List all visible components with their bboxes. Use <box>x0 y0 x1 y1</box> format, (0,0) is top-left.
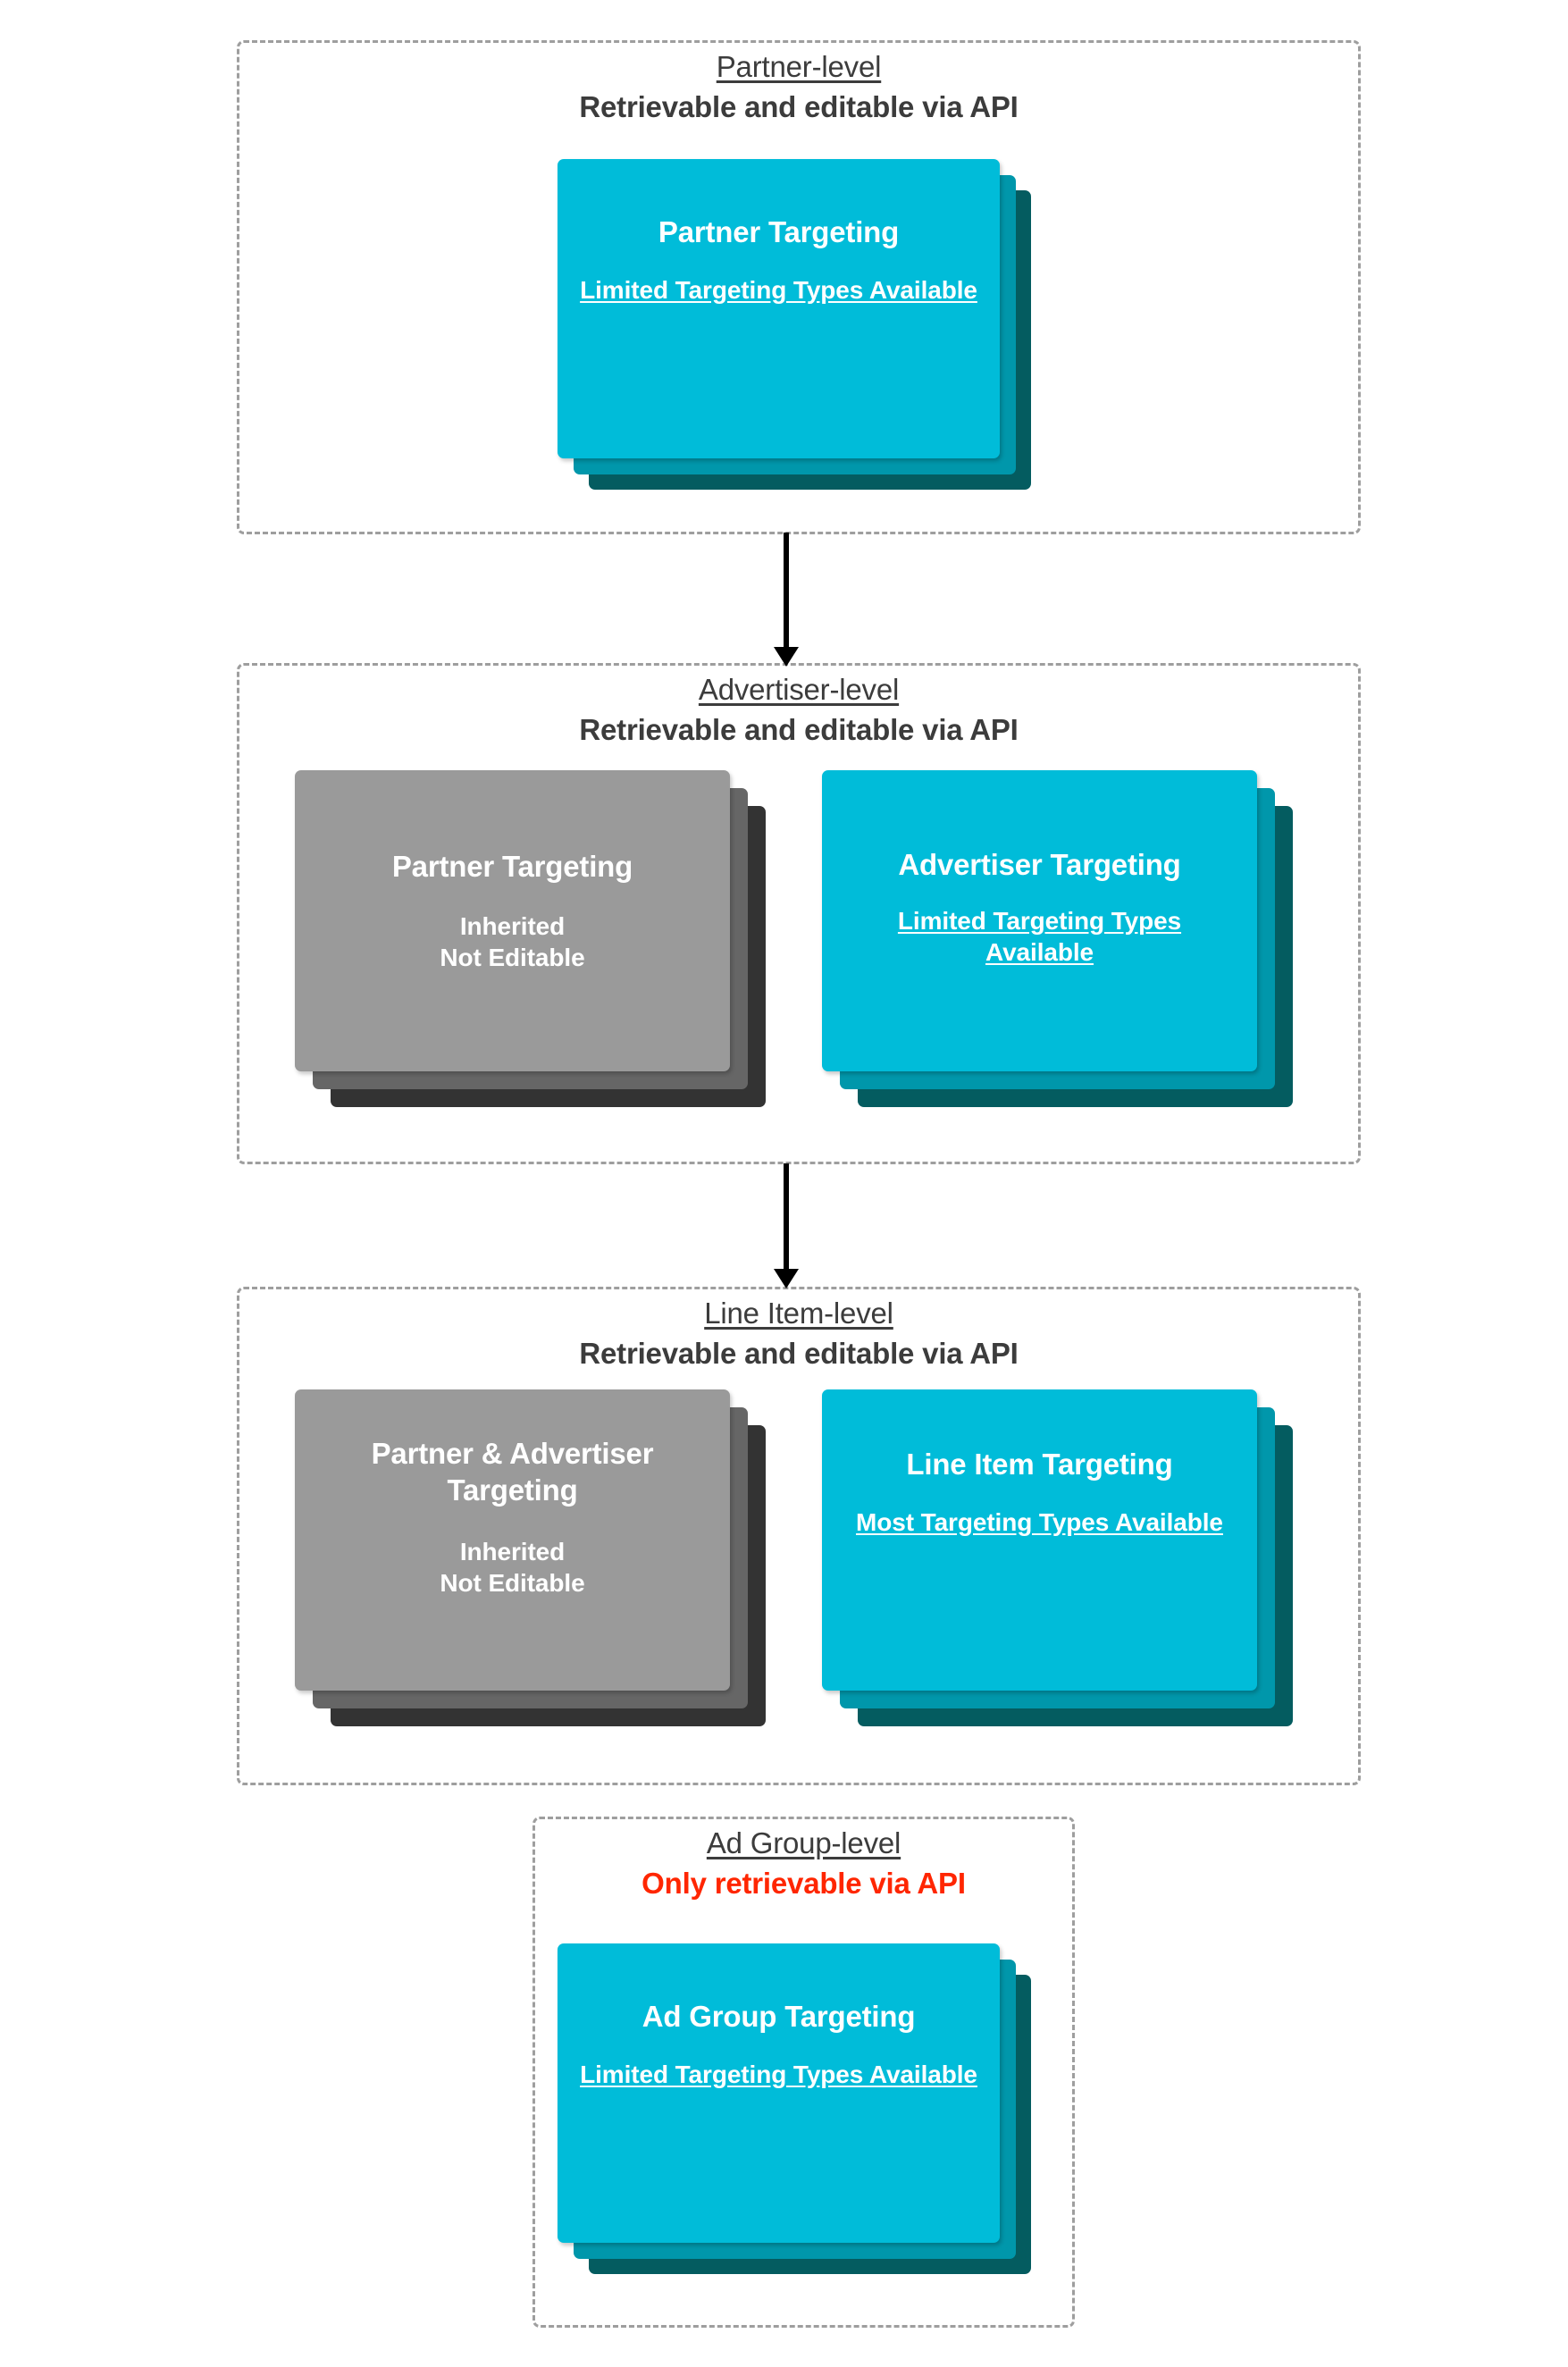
card-line-item-targeting[interactable]: Line Item Targeting Most Targeting Types… <box>822 1389 1257 1691</box>
card-note: Inherited Not Editable <box>440 1537 585 1598</box>
card-inherited-partner-targeting[interactable]: Partner Targeting Inherited Not Editable <box>295 770 730 1071</box>
card-stack-line-item-targeting: Line Item Targeting Most Targeting Types… <box>822 1389 1304 1738</box>
card-stack-line-item-inherited: Partner & Advertiser Targeting Inherited… <box>295 1389 777 1738</box>
card-note: Limited Targeting Types Available <box>580 275 977 304</box>
arrow-partner-to-advertiser <box>774 533 799 667</box>
card-stack-advertiser-inherited: Partner Targeting Inherited Not Editable <box>295 770 777 1119</box>
card-stack-partner-targeting: Partner Targeting Limited Targeting Type… <box>558 159 1040 491</box>
card-stack-advertiser-targeting: Advertiser Targeting Limited Targeting T… <box>822 770 1304 1119</box>
level-title-ad-group: Ad Group-level <box>706 1826 901 1859</box>
card-advertiser-targeting[interactable]: Advertiser Targeting Limited Targeting T… <box>822 770 1257 1071</box>
level-title-advertiser: Advertiser-level <box>698 673 900 706</box>
level-subtitle-advertiser: Retrievable and editable via API <box>579 713 1019 747</box>
level-subtitle-line-item: Retrievable and editable via API <box>579 1337 1019 1371</box>
level-box-partner <box>237 40 1361 534</box>
level-subtitle-ad-group: Only retrievable via API <box>641 1867 966 1901</box>
level-heading-ad-group: Ad Group-level Only retrievable via API <box>532 1826 1075 1902</box>
card-title: Partner Targeting <box>658 215 900 248</box>
card-title: Partner Targeting <box>391 850 633 883</box>
level-title-line-item: Line Item-level <box>704 1297 893 1330</box>
card-ad-group-targeting[interactable]: Ad Group Targeting Limited Targeting Typ… <box>558 1943 1000 2243</box>
card-stack-ad-group-targeting: Ad Group Targeting Limited Targeting Typ… <box>558 1943 1040 2279</box>
card-title: Partner & Advertiser Targeting <box>371 1437 654 1507</box>
card-partner-targeting[interactable]: Partner Targeting Limited Targeting Type… <box>558 159 1000 458</box>
level-box-advertiser <box>237 663 1361 1164</box>
level-heading-advertiser: Advertiser-level Retrievable and editabl… <box>237 672 1361 749</box>
level-heading-partner: Partner-level Retrievable and editable v… <box>237 49 1361 126</box>
card-title: Ad Group Targeting <box>641 2000 916 2033</box>
card-note: Limited Targeting Types Available <box>580 2060 977 2088</box>
card-title: Line Item Targeting <box>906 1448 1173 1481</box>
card-note: Most Targeting Types Available <box>856 1507 1223 1536</box>
level-heading-line-item: Line Item-level Retrievable and editable… <box>237 1296 1361 1372</box>
card-note: Inherited Not Editable <box>440 911 585 972</box>
level-title-partner: Partner-level <box>716 50 882 83</box>
level-box-line-item <box>237 1287 1361 1785</box>
level-subtitle-partner: Retrievable and editable via API <box>579 90 1019 124</box>
card-note: Limited Targeting Types Available <box>897 906 1182 967</box>
arrow-advertiser-to-line-item <box>774 1163 799 1288</box>
level-box-ad-group <box>532 1817 1075 2328</box>
card-title: Advertiser Targeting <box>898 848 1181 881</box>
card-inherited-partner-advertiser-targeting[interactable]: Partner & Advertiser Targeting Inherited… <box>295 1389 730 1691</box>
